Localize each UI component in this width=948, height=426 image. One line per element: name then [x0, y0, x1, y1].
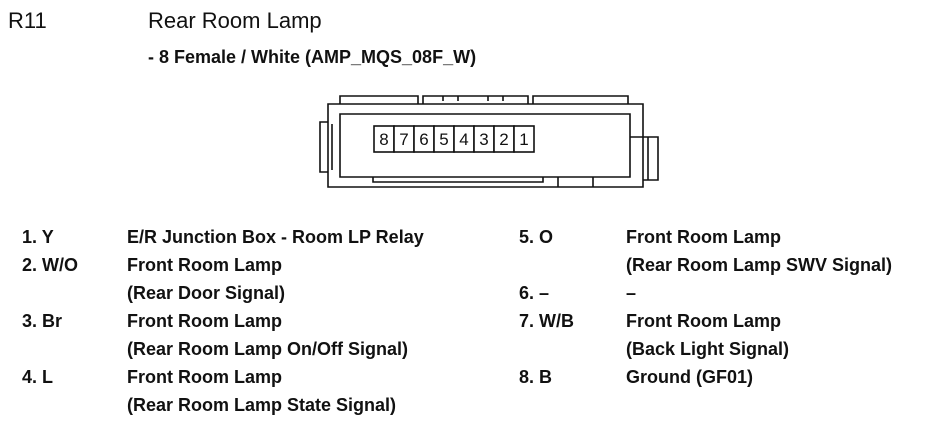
pin-description: (Rear Room Lamp SWV Signal) [626, 255, 893, 275]
pin-number-label: 6 [419, 130, 428, 149]
pin-id: 6. – [519, 283, 550, 303]
pin-number-label: 3 [479, 130, 488, 149]
pin-number-label: 5 [439, 130, 448, 149]
pin-description: (Rear Room Lamp State Signal) [127, 395, 397, 415]
pin-id: 2. W/O [22, 255, 79, 275]
pin-number-label: 4 [459, 130, 468, 149]
pin-id: 4. L [22, 367, 54, 387]
pin-number-label: 2 [499, 130, 508, 149]
pin-id: 1. Y [22, 227, 54, 247]
pin-description: (Rear Room Lamp On/Off Signal) [127, 339, 409, 359]
pin-id: 7. W/B [519, 311, 575, 331]
pin-description: Ground (GF01) [626, 367, 753, 387]
connector-subtitle: - 8 Female / White (AMP_MQS_08F_W) [148, 47, 477, 67]
pin-description: Front Room Lamp [127, 367, 282, 387]
pin-number-label: 7 [399, 130, 408, 149]
pin-id: 8. B [519, 367, 553, 387]
pin-description: E/R Junction Box - Room LP Relay [127, 227, 424, 247]
pin-number-label: 1 [519, 130, 528, 149]
pin-description: Front Room Lamp [626, 311, 781, 331]
pin-description: – [626, 283, 637, 303]
connector-code: R11 [8, 8, 47, 33]
connector-housing [327, 103, 644, 188]
pin-description: Front Room Lamp [626, 227, 781, 247]
pin-id: 3. Br [22, 311, 63, 331]
pin-number-label: 8 [379, 130, 388, 149]
pin-description: Front Room Lamp [127, 311, 282, 331]
pin-description: (Back Light Signal) [626, 339, 790, 359]
pin-description: Front Room Lamp [127, 255, 282, 275]
pin-id: 5. O [519, 227, 554, 247]
connector-title: Rear Room Lamp [148, 8, 322, 33]
pin-description: (Rear Door Signal) [127, 283, 286, 303]
pin-cell-1 [513, 125, 535, 153]
